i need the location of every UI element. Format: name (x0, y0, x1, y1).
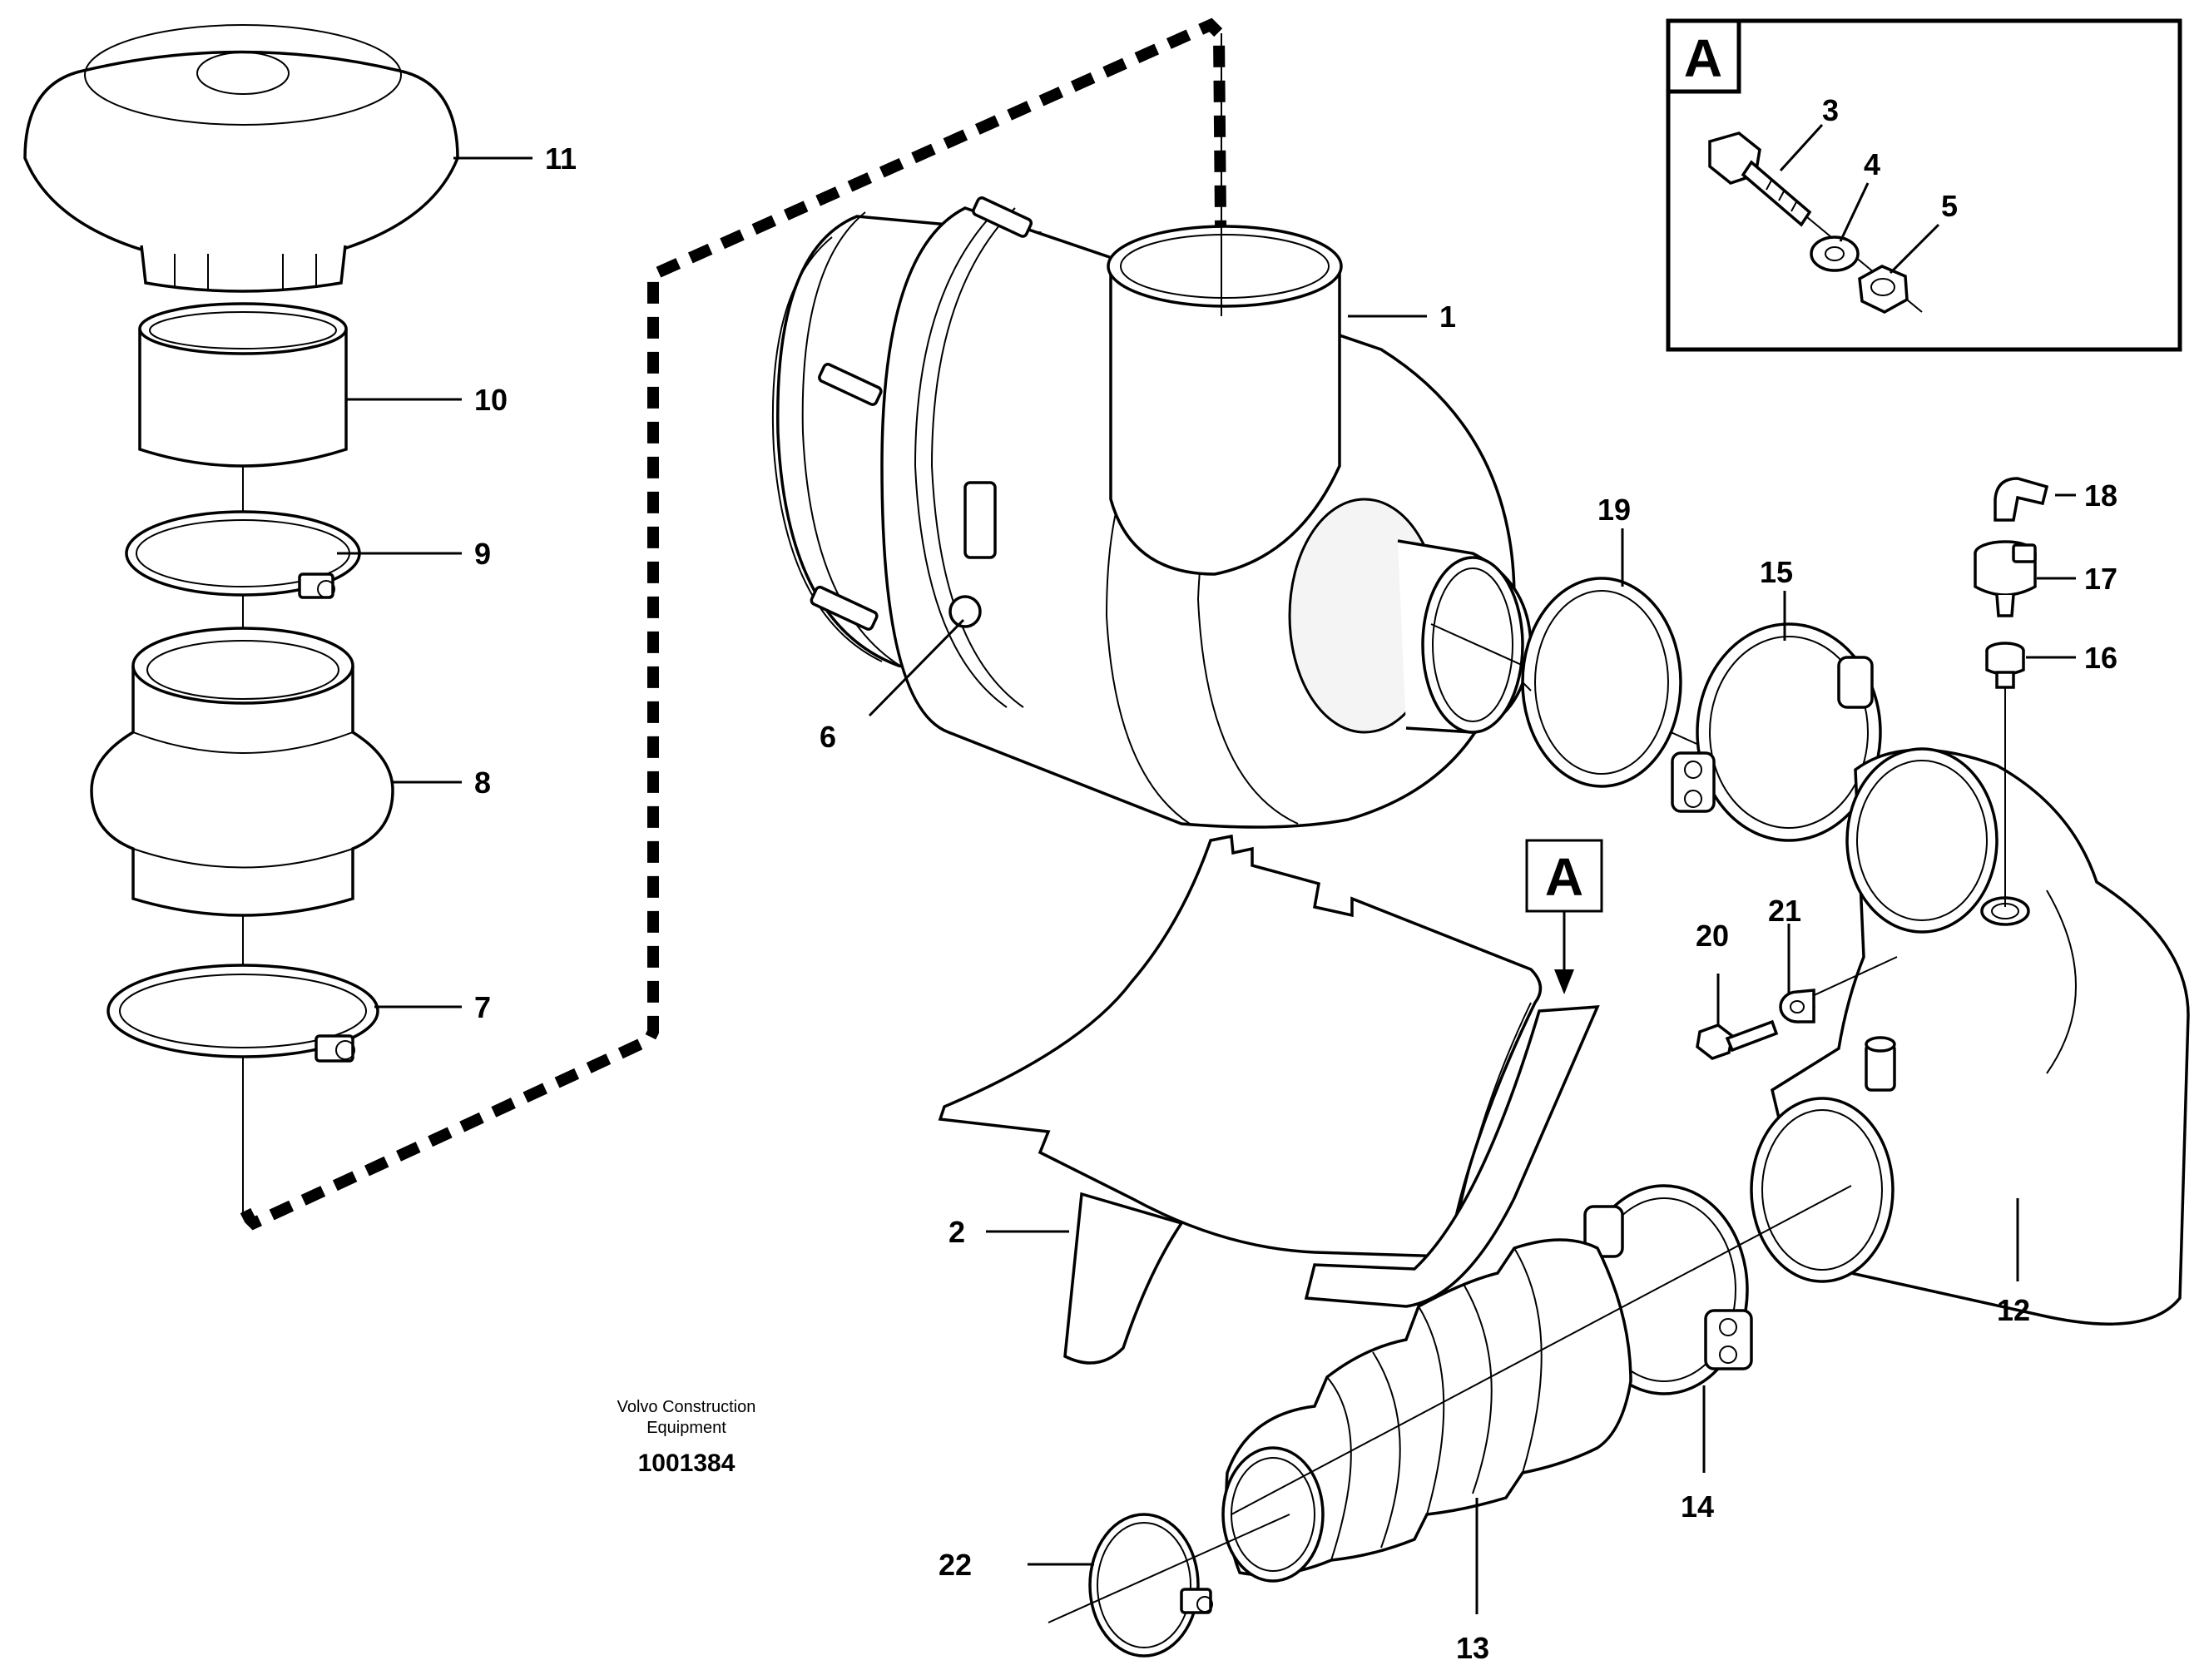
label-part-11: 11 (545, 141, 577, 176)
hose-clamp-upper (125, 510, 361, 599)
detail-marker-a: A (1525, 839, 1603, 994)
air-cleaner-housing (771, 33, 1856, 829)
label-part-10: 10 (474, 383, 508, 417)
screw-20 (1696, 1019, 1779, 1060)
bellows-hose (90, 627, 394, 917)
label-part-19: 19 (1597, 493, 1631, 527)
label-part-20: 20 (1696, 919, 1729, 953)
inset-nut (1858, 265, 1909, 314)
detail-marker-a-letter: A (1545, 847, 1583, 907)
hose-clamp-lower (106, 964, 379, 1063)
caption-block: Volvo Construction Equipment 1001384 (617, 1398, 756, 1477)
label-part-18: 18 (2084, 478, 2117, 513)
rain-cap (23, 24, 459, 293)
label-part-21: 21 (1768, 894, 1801, 928)
label-part-16: 16 (2084, 641, 2117, 675)
label-part-2: 2 (948, 1215, 965, 1249)
part-labels: 11 10 9 8 7 1 6 2 3 4 5 19 15 18 17 16 2… (474, 93, 2117, 1665)
rubber-sleeve-19 (1521, 577, 1682, 788)
dashed-routing-line (240, 17, 1227, 1231)
bellows-reducer (1221, 1185, 1852, 1614)
left-stack (23, 24, 532, 1215)
screw-and-spacer (1696, 924, 1898, 1060)
inset-bolt (1708, 131, 1812, 227)
support-cradle (938, 834, 1600, 1365)
inlet-coupling (1521, 528, 1882, 842)
inset-box-a: A (1666, 18, 2182, 352)
adapter-16 (1985, 642, 2025, 689)
spacer-21 (1779, 989, 1815, 1023)
caption-company-line1: Volvo Construction (617, 1398, 756, 1416)
label-part-6: 6 (820, 720, 836, 754)
vacuum-indicator-17 (1974, 540, 2037, 617)
caption-illustration-number: 1001384 (638, 1450, 736, 1477)
label-part-5: 5 (1941, 189, 1958, 223)
elbow-pipe (1750, 747, 2190, 1326)
label-part-1: 1 (1439, 300, 1456, 334)
inset-washer (1810, 235, 1860, 272)
vband-clamp-15 (1671, 622, 1882, 842)
label-part-4: 4 (1864, 147, 1880, 181)
restriction-indicator (1974, 477, 2076, 907)
label-part-12: 12 (1997, 1293, 2030, 1327)
label-part-9: 9 (474, 537, 491, 571)
label-part-17: 17 (2084, 562, 2117, 596)
label-part-3: 3 (1822, 93, 1839, 127)
label-part-7: 7 (474, 990, 491, 1024)
caption-company-line2: Equipment (646, 1419, 726, 1437)
elbow-fitting-18 (1994, 477, 2049, 522)
label-part-14: 14 (1681, 1489, 1714, 1524)
hose-clamp-22 (1028, 1513, 1290, 1658)
inset-box-a-letter: A (1684, 28, 1722, 88)
sleeve (138, 302, 348, 468)
label-part-13: 13 (1456, 1631, 1489, 1665)
label-part-8: 8 (474, 766, 491, 800)
label-part-15: 15 (1760, 555, 1793, 589)
label-part-22: 22 (939, 1548, 972, 1582)
